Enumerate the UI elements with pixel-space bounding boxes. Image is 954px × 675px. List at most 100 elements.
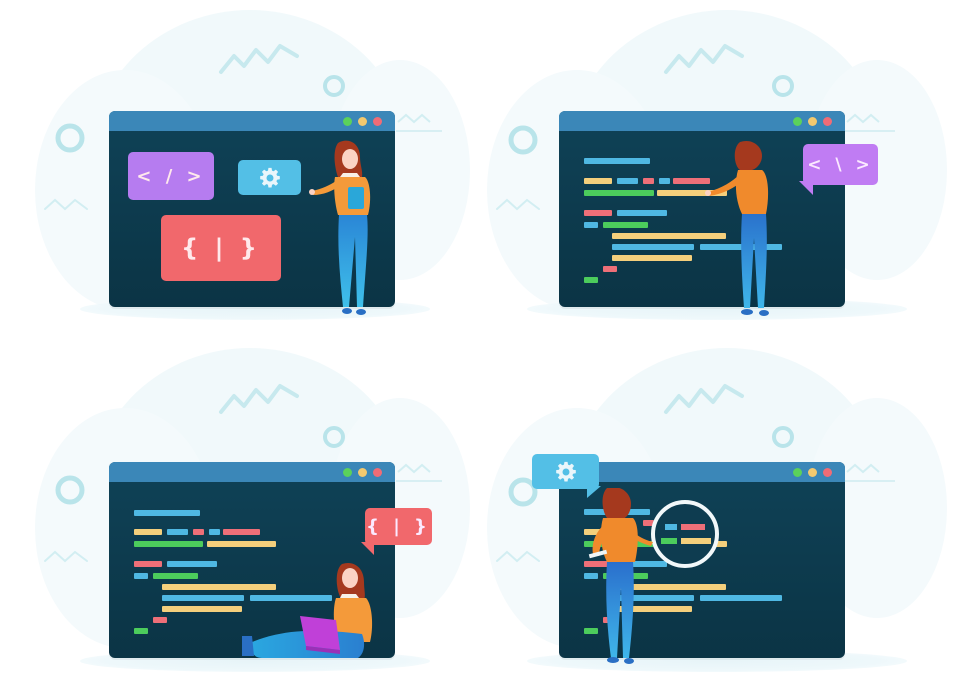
panel-magnifying: [477, 338, 954, 675]
squiggle-decoration: [845, 463, 895, 482]
bubble-tail: [361, 542, 374, 555]
magnifying-glass-icon: [651, 500, 719, 568]
code-line: [134, 541, 203, 547]
squiggle-decoration: [219, 384, 299, 414]
code-line: [643, 520, 654, 526]
code-line: [167, 561, 217, 567]
woman-laptop-figure: [242, 562, 373, 658]
gear-card: [238, 160, 301, 195]
window-dot-green: [793, 117, 802, 126]
code-line: [584, 628, 598, 634]
code-line: [612, 595, 694, 601]
bubble-tail: [799, 181, 813, 195]
code-tag-bubble: < \ >: [799, 144, 878, 195]
gear-bubble: [532, 454, 601, 498]
code-line: [612, 244, 694, 250]
code-line: [167, 529, 188, 535]
code-line: [153, 573, 198, 579]
squiggle-decoration: [396, 463, 442, 482]
curly-braces-icon: { | }: [366, 516, 431, 537]
code-line: [584, 573, 598, 579]
code-line: [250, 595, 332, 601]
code-editor-window: [559, 111, 845, 307]
code-line: [584, 561, 612, 567]
window-dot-yellow: [358, 117, 367, 126]
squiggle-decoration: [44, 198, 88, 211]
window-dot-green: [793, 468, 802, 477]
panel-pointing: < \ >: [477, 0, 954, 337]
code-line: [659, 178, 670, 184]
ring-decoration: [508, 477, 538, 507]
curly-braces-card: { | }: [161, 215, 281, 281]
code-line: [134, 573, 148, 579]
window-dot-yellow: [808, 468, 817, 477]
code-line: [134, 628, 148, 634]
code-line: [617, 178, 638, 184]
code-line: [584, 190, 654, 196]
code-line: [162, 584, 276, 590]
window-dot-red: [823, 468, 832, 477]
code-line: [207, 541, 276, 547]
code-line: [193, 529, 204, 535]
code-tag-icon: < \ >: [807, 154, 874, 175]
woman-presenting-figure: [309, 140, 371, 315]
window-dot-red: [823, 117, 832, 126]
window-titlebar: [109, 111, 395, 131]
code-line: [612, 255, 692, 261]
code-line: [612, 233, 726, 239]
window-dot-yellow: [808, 117, 817, 126]
squiggle-decoration: [496, 198, 540, 211]
code-line: [584, 277, 598, 283]
code-line: [643, 178, 654, 184]
code-line: [134, 561, 162, 567]
window-dot-yellow: [358, 468, 367, 477]
gear-icon: [555, 461, 576, 482]
window-dot-green: [343, 117, 352, 126]
window-dot-green: [343, 468, 352, 477]
code-line: [209, 529, 220, 535]
code-line: [612, 584, 726, 590]
code-line: [584, 178, 612, 184]
ring-decoration: [323, 75, 345, 97]
code-line: [584, 210, 612, 216]
code-line: [584, 222, 598, 228]
squiggle-decoration: [496, 550, 540, 563]
squiggle-decoration: [219, 44, 299, 74]
window-titlebar: [109, 462, 395, 482]
panel-laptop: { | }: [0, 338, 477, 675]
ring-decoration: [508, 125, 538, 155]
squiggle-decoration: [845, 113, 895, 132]
window-dot-red: [373, 117, 382, 126]
window-titlebar: [559, 111, 845, 131]
squiggle-decoration: [396, 113, 442, 132]
code-line: [657, 190, 727, 196]
code-line: [700, 244, 782, 250]
code-line: [673, 178, 710, 184]
window-dot-red: [373, 468, 382, 477]
curly-braces-icon: { | }: [181, 234, 261, 262]
code-line: [134, 510, 200, 516]
code-line: [612, 606, 692, 612]
code-line: [617, 210, 667, 216]
window-titlebar: [559, 462, 845, 482]
ring-decoration: [772, 426, 794, 448]
code-line: [584, 158, 650, 164]
code-line: [153, 617, 167, 623]
squiggle-decoration: [664, 384, 744, 414]
code-line: [162, 595, 244, 601]
curly-braces-bubble: { | }: [361, 508, 432, 555]
ring-decoration: [323, 426, 345, 448]
bubble-tail: [587, 486, 601, 498]
code-line: [223, 529, 260, 535]
squiggle-decoration: [44, 550, 88, 563]
code-tag-card: < / >: [128, 152, 214, 200]
ring-decoration: [55, 123, 85, 153]
squiggle-decoration: [664, 44, 744, 74]
panel-presenting: < / > { | }: [0, 0, 477, 337]
ring-decoration: [772, 75, 794, 97]
code-line: [162, 606, 242, 612]
ring-decoration: [55, 475, 85, 505]
code-line: [134, 529, 162, 535]
code-line: [603, 222, 648, 228]
woman-pointing-figure: [705, 140, 769, 316]
